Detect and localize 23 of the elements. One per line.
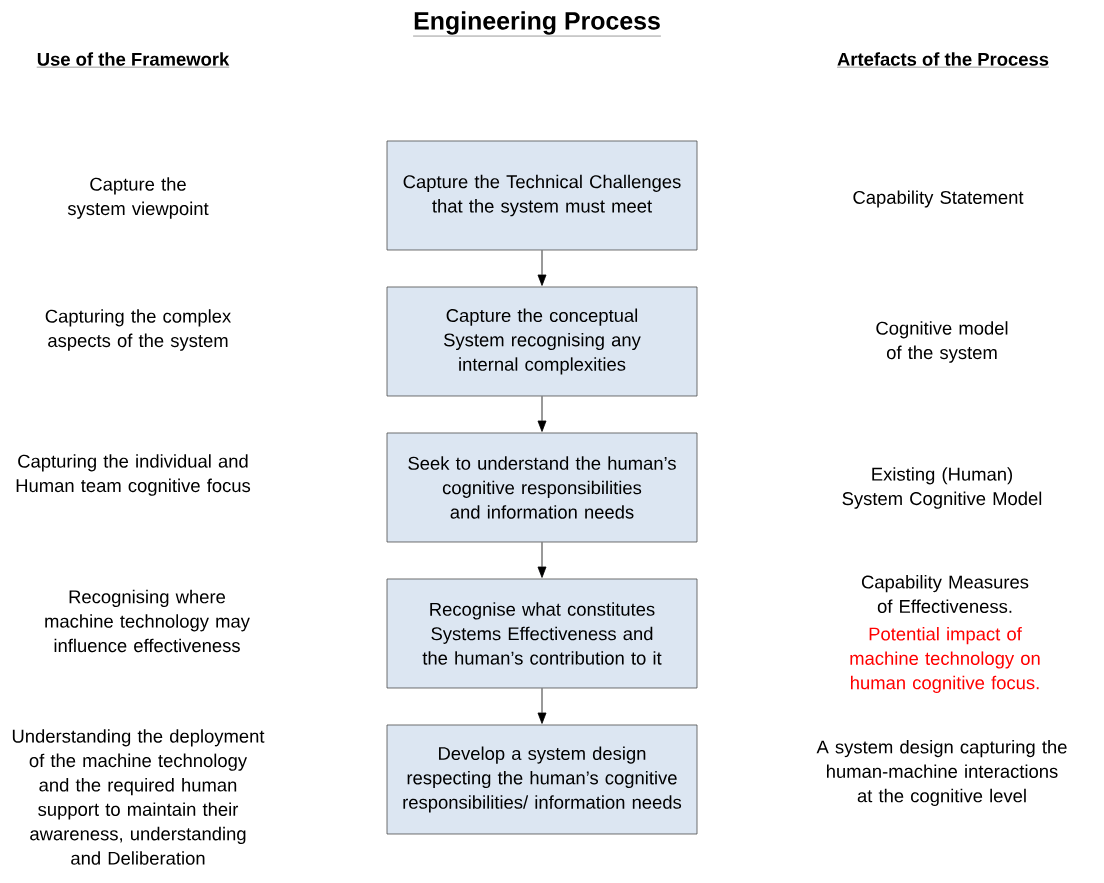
arrow xyxy=(537,688,547,724)
arrow xyxy=(537,396,547,432)
artefact-description: Cognitive model of the system xyxy=(876,321,1008,363)
step-description: Recognising where machine technology may influence effectiveness xyxy=(45,589,250,653)
step-description: Capturing the individual and Human team cognitive focus xyxy=(16,454,251,496)
column-heading: Use of the Framework xyxy=(36,52,230,68)
process-box: Recognise what constitutes Systems Effectiveness and the human’s contribution to it xyxy=(386,578,698,689)
artefact-description: Existing (Human) System Cognitive Model xyxy=(842,467,1042,509)
process-box: Capture the conceptual System recognising any internal complexities xyxy=(386,286,698,397)
column-heading: Artefacts of the Process xyxy=(836,52,1050,68)
process-box: Capture the Technical Challenges that the system must meet xyxy=(386,140,698,251)
process-box: Seek to understand the human’s cognitive responsibilities and information needs xyxy=(386,432,698,543)
process-box: Develop a system design respecting the human’s cognitive responsibilities/ information needs xyxy=(386,724,698,835)
arrow xyxy=(537,542,547,578)
step-description: Capturing the complex aspects of the system xyxy=(45,309,231,351)
arrow xyxy=(537,250,547,286)
step-description: Capture the system viewpoint xyxy=(67,177,209,219)
artefact-description: A system design capturing the human-machine interactions at the cognitive level xyxy=(816,740,1067,806)
artefact-description: Capability Measures of Effectiveness. xyxy=(861,575,1029,613)
step-description: Understanding the deployment of the machine technology and the required human support to maintain their awareness, understanding and Deliberation xyxy=(12,729,265,865)
title: Engineering Process xyxy=(412,11,662,37)
artefact-description: Capability Statement xyxy=(853,190,1024,208)
artefact-description: Potential impact of machine technology on human cognitive focus. xyxy=(850,627,1040,693)
